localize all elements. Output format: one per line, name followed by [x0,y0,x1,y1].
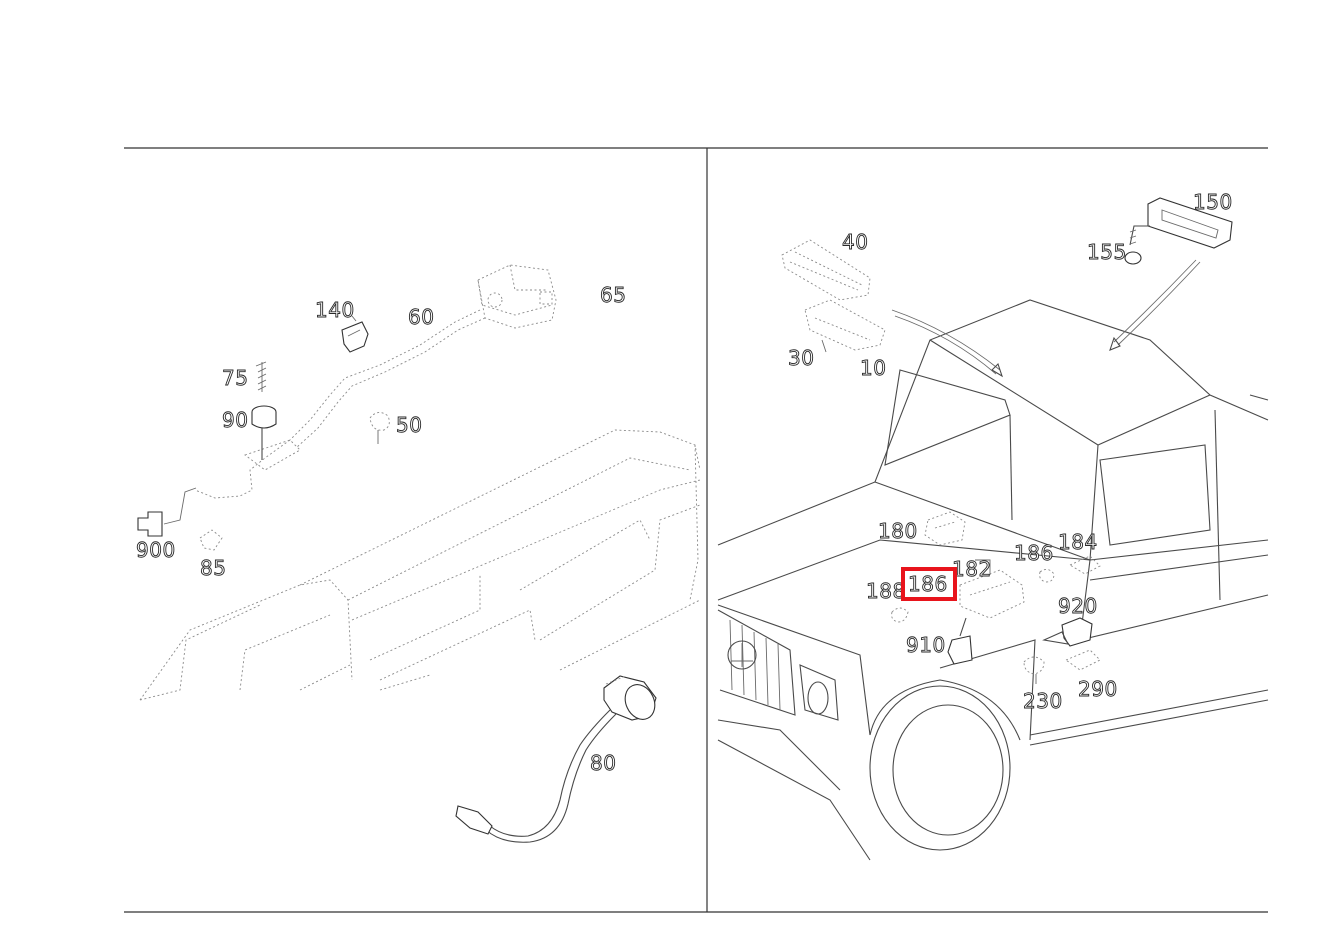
callout-140[interactable]: 140 [315,298,355,323]
callout-40[interactable]: 40 [842,230,869,255]
callout-182[interactable]: 182 [952,557,992,582]
callout-labels: 140 60 65 75 90 50 900 85 80 40 150 155 … [136,190,1233,776]
callout-186-upper[interactable]: 186 [1014,541,1054,566]
part-40-roof-light [781,239,886,353]
callout-184[interactable]: 184 [1058,530,1098,555]
callout-65[interactable]: 65 [600,283,627,308]
callout-10[interactable]: 10 [860,356,887,381]
callout-75[interactable]: 75 [222,366,249,391]
part-75-screw [255,361,267,392]
highlight-backdrop [904,571,954,597]
callout-150[interactable]: 150 [1193,190,1233,215]
part-50-nut [369,412,390,444]
part-900-connector [137,511,163,537]
callout-900[interactable]: 900 [136,538,176,563]
callout-910[interactable]: 910 [906,633,946,658]
callout-50[interactable]: 50 [396,413,423,438]
callout-85[interactable]: 85 [200,556,227,581]
callout-155[interactable]: 155 [1087,240,1127,265]
part-65-housing [477,264,557,329]
left-panel [137,264,701,843]
callout-290[interactable]: 290 [1078,677,1118,702]
part-140-clip [341,315,369,353]
part-230-290 [1023,649,1101,684]
callout-188[interactable]: 188 [866,579,906,604]
part-150-brake-light [1124,197,1233,265]
assembly-arrows [891,259,1201,378]
callout-920[interactable]: 920 [1058,594,1098,619]
diagram-frame [124,147,1268,913]
callout-186-highlighted[interactable]: 186 [908,572,948,597]
highlight-frame [901,567,957,601]
callout-90[interactable]: 90 [222,408,249,433]
part-180-188-cluster [891,511,1101,623]
part-910-connector [947,617,973,665]
part-920-connector [1042,617,1093,647]
part-80-sensor [455,675,657,843]
part-85-clip [199,529,223,551]
part-90-grommet [251,405,277,460]
callout-180[interactable]: 180 [878,519,918,544]
vehicle-body [717,299,1269,861]
callout-30[interactable]: 30 [788,346,815,371]
rear-body-outline [139,429,701,701]
right-panel [717,197,1269,861]
part-60-harness [163,309,486,525]
callout-60[interactable]: 60 [408,305,435,330]
callout-80[interactable]: 80 [590,751,617,776]
callout-230[interactable]: 230 [1023,689,1063,714]
